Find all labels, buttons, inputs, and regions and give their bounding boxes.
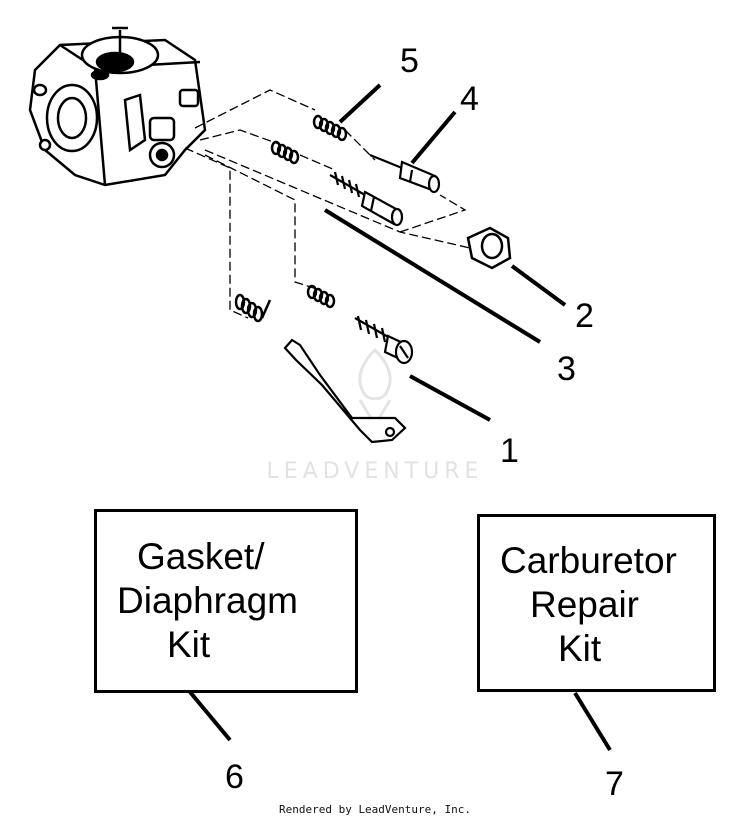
part-3-needle xyxy=(329,171,404,227)
lever-spring xyxy=(234,293,272,323)
callout-4: 4 xyxy=(460,80,479,118)
watermark-text: LEADVENTURE xyxy=(267,459,484,484)
assembly-leader-lines xyxy=(184,89,471,319)
part-1-spring xyxy=(306,284,336,309)
leadventure-watermark-logo-icon xyxy=(358,347,392,428)
part-4-needle xyxy=(369,153,441,194)
kit-6-line-3: Kit xyxy=(167,624,211,665)
kit-6-line-2: Diaphragm xyxy=(117,580,298,621)
part-1-screw xyxy=(354,315,414,365)
callout-3: 3 xyxy=(557,350,576,388)
part-2-limiter-cap xyxy=(466,226,512,270)
kit-6-line-1: Gasket/ xyxy=(137,536,265,577)
callout-7: 7 xyxy=(605,765,624,803)
part-3-spring xyxy=(270,140,300,165)
gasket-diaphragm-kit-box: Gasket/ Diaphragm Kit xyxy=(94,509,358,693)
kit-7-line-1: Carburetor xyxy=(500,540,677,581)
callout-leaders xyxy=(188,83,612,752)
carburetor-body xyxy=(28,26,207,187)
callout-1: 1 xyxy=(500,432,519,470)
callout-5: 5 xyxy=(400,42,419,80)
footer-credit: Rendered by LeadVenture, Inc. xyxy=(278,803,472,816)
part-5-spring xyxy=(312,114,348,142)
callout-2: 2 xyxy=(575,297,594,335)
carburetor-repair-kit-box: Carburetor Repair Kit xyxy=(477,514,716,692)
kit-7-line-3: Kit xyxy=(558,628,602,669)
callout-6: 6 xyxy=(225,758,244,796)
throttle-lever xyxy=(283,338,407,444)
kit-7-line-2: Repair xyxy=(530,584,639,625)
